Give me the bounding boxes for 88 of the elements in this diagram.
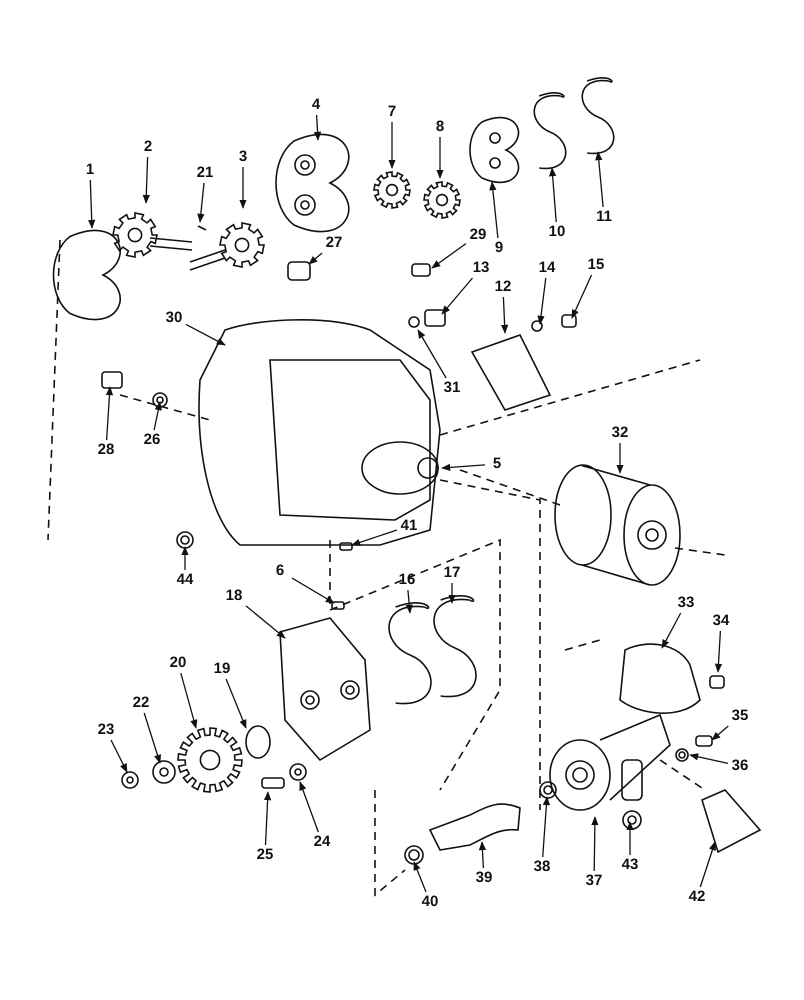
callout-number: 24 bbox=[310, 833, 334, 851]
leader-line bbox=[436, 137, 444, 179]
leader-line bbox=[448, 583, 456, 604]
leader-line bbox=[501, 296, 508, 334]
callout-number: 19 bbox=[210, 660, 234, 678]
leader-line bbox=[431, 243, 466, 269]
leader-line bbox=[351, 529, 398, 546]
callout-number: 3 bbox=[231, 148, 255, 166]
leader-line bbox=[417, 329, 447, 378]
leader-line bbox=[106, 386, 114, 440]
leader-line bbox=[246, 605, 286, 639]
leader-line bbox=[226, 678, 247, 729]
leader-line bbox=[591, 816, 599, 871]
callout-number: 41 bbox=[397, 517, 421, 535]
callout-number: 7 bbox=[380, 103, 404, 121]
leader-line bbox=[299, 781, 319, 832]
leader-line bbox=[661, 612, 682, 649]
leader-line bbox=[700, 841, 716, 888]
callout-number: 27 bbox=[322, 234, 346, 252]
leader-line bbox=[542, 796, 550, 858]
callout-number: 37 bbox=[582, 872, 606, 890]
callout-number: 17 bbox=[440, 564, 464, 582]
leader-line bbox=[110, 740, 128, 773]
leader-line bbox=[144, 712, 161, 764]
callout-number: 11 bbox=[592, 208, 616, 226]
callout-number: 6 bbox=[268, 562, 292, 580]
leader-line bbox=[308, 252, 323, 265]
leader-line bbox=[88, 180, 96, 229]
callout-number: 21 bbox=[193, 164, 217, 182]
callout-number: 36 bbox=[728, 757, 752, 775]
leader-line bbox=[239, 167, 247, 209]
callout-number: 4 bbox=[304, 96, 328, 114]
callout-number: 2 bbox=[136, 138, 160, 156]
callout-number: 25 bbox=[253, 846, 277, 864]
callout-number: 34 bbox=[709, 612, 733, 630]
leader-line bbox=[413, 861, 427, 892]
callout-number: 43 bbox=[618, 856, 642, 874]
leader-line bbox=[388, 122, 396, 169]
callout-number: 26 bbox=[140, 431, 164, 449]
leader-line bbox=[537, 278, 546, 325]
callout-number: 13 bbox=[469, 259, 493, 277]
leader-line bbox=[406, 590, 413, 614]
leader-line bbox=[441, 278, 473, 315]
callout-number: 29 bbox=[466, 226, 490, 244]
callout-number: 33 bbox=[674, 594, 698, 612]
leader-line bbox=[714, 630, 722, 673]
callout-number: 18 bbox=[222, 587, 246, 605]
callout-number: 32 bbox=[608, 424, 632, 442]
leader-line bbox=[571, 274, 592, 319]
leader-line bbox=[595, 151, 604, 208]
callout-number: 44 bbox=[173, 571, 197, 589]
leader-line bbox=[489, 181, 499, 238]
callout-number: 35 bbox=[728, 707, 752, 725]
callout-number: 31 bbox=[440, 379, 464, 397]
callout-number: 42 bbox=[685, 888, 709, 906]
leader-line bbox=[711, 726, 729, 741]
leader-line bbox=[180, 672, 198, 729]
callout-number: 10 bbox=[545, 223, 569, 241]
callout-number: 9 bbox=[487, 239, 511, 257]
callout-number: 8 bbox=[428, 118, 452, 136]
leader-line bbox=[616, 443, 624, 474]
leader-line bbox=[314, 114, 322, 141]
leader-line bbox=[142, 156, 150, 204]
callout-number: 16 bbox=[395, 571, 419, 589]
leader-line bbox=[441, 464, 486, 472]
callout-number: 39 bbox=[472, 869, 496, 887]
callout-number: 14 bbox=[535, 259, 559, 277]
callout-number: 23 bbox=[94, 721, 118, 739]
leader-line bbox=[626, 821, 634, 855]
callout-number: 12 bbox=[491, 278, 515, 296]
leader-line bbox=[264, 791, 272, 846]
callout-number: 15 bbox=[584, 256, 608, 274]
callout-number: 40 bbox=[418, 893, 442, 911]
leader-line bbox=[689, 753, 728, 764]
leader-line bbox=[478, 841, 486, 868]
leader-line bbox=[153, 401, 162, 430]
callout-number: 30 bbox=[162, 309, 186, 327]
callout-number: 28 bbox=[94, 441, 118, 459]
callout-number: 1 bbox=[78, 161, 102, 179]
callout-number: 20 bbox=[166, 654, 190, 672]
leader-line bbox=[292, 578, 335, 604]
callout-number: 38 bbox=[530, 858, 554, 876]
callout-number: 22 bbox=[129, 694, 153, 712]
leader-line bbox=[549, 167, 557, 222]
leader-line bbox=[186, 324, 226, 346]
callout-number: 5 bbox=[485, 455, 509, 473]
leader-line bbox=[181, 546, 189, 570]
leader-line bbox=[197, 182, 205, 223]
